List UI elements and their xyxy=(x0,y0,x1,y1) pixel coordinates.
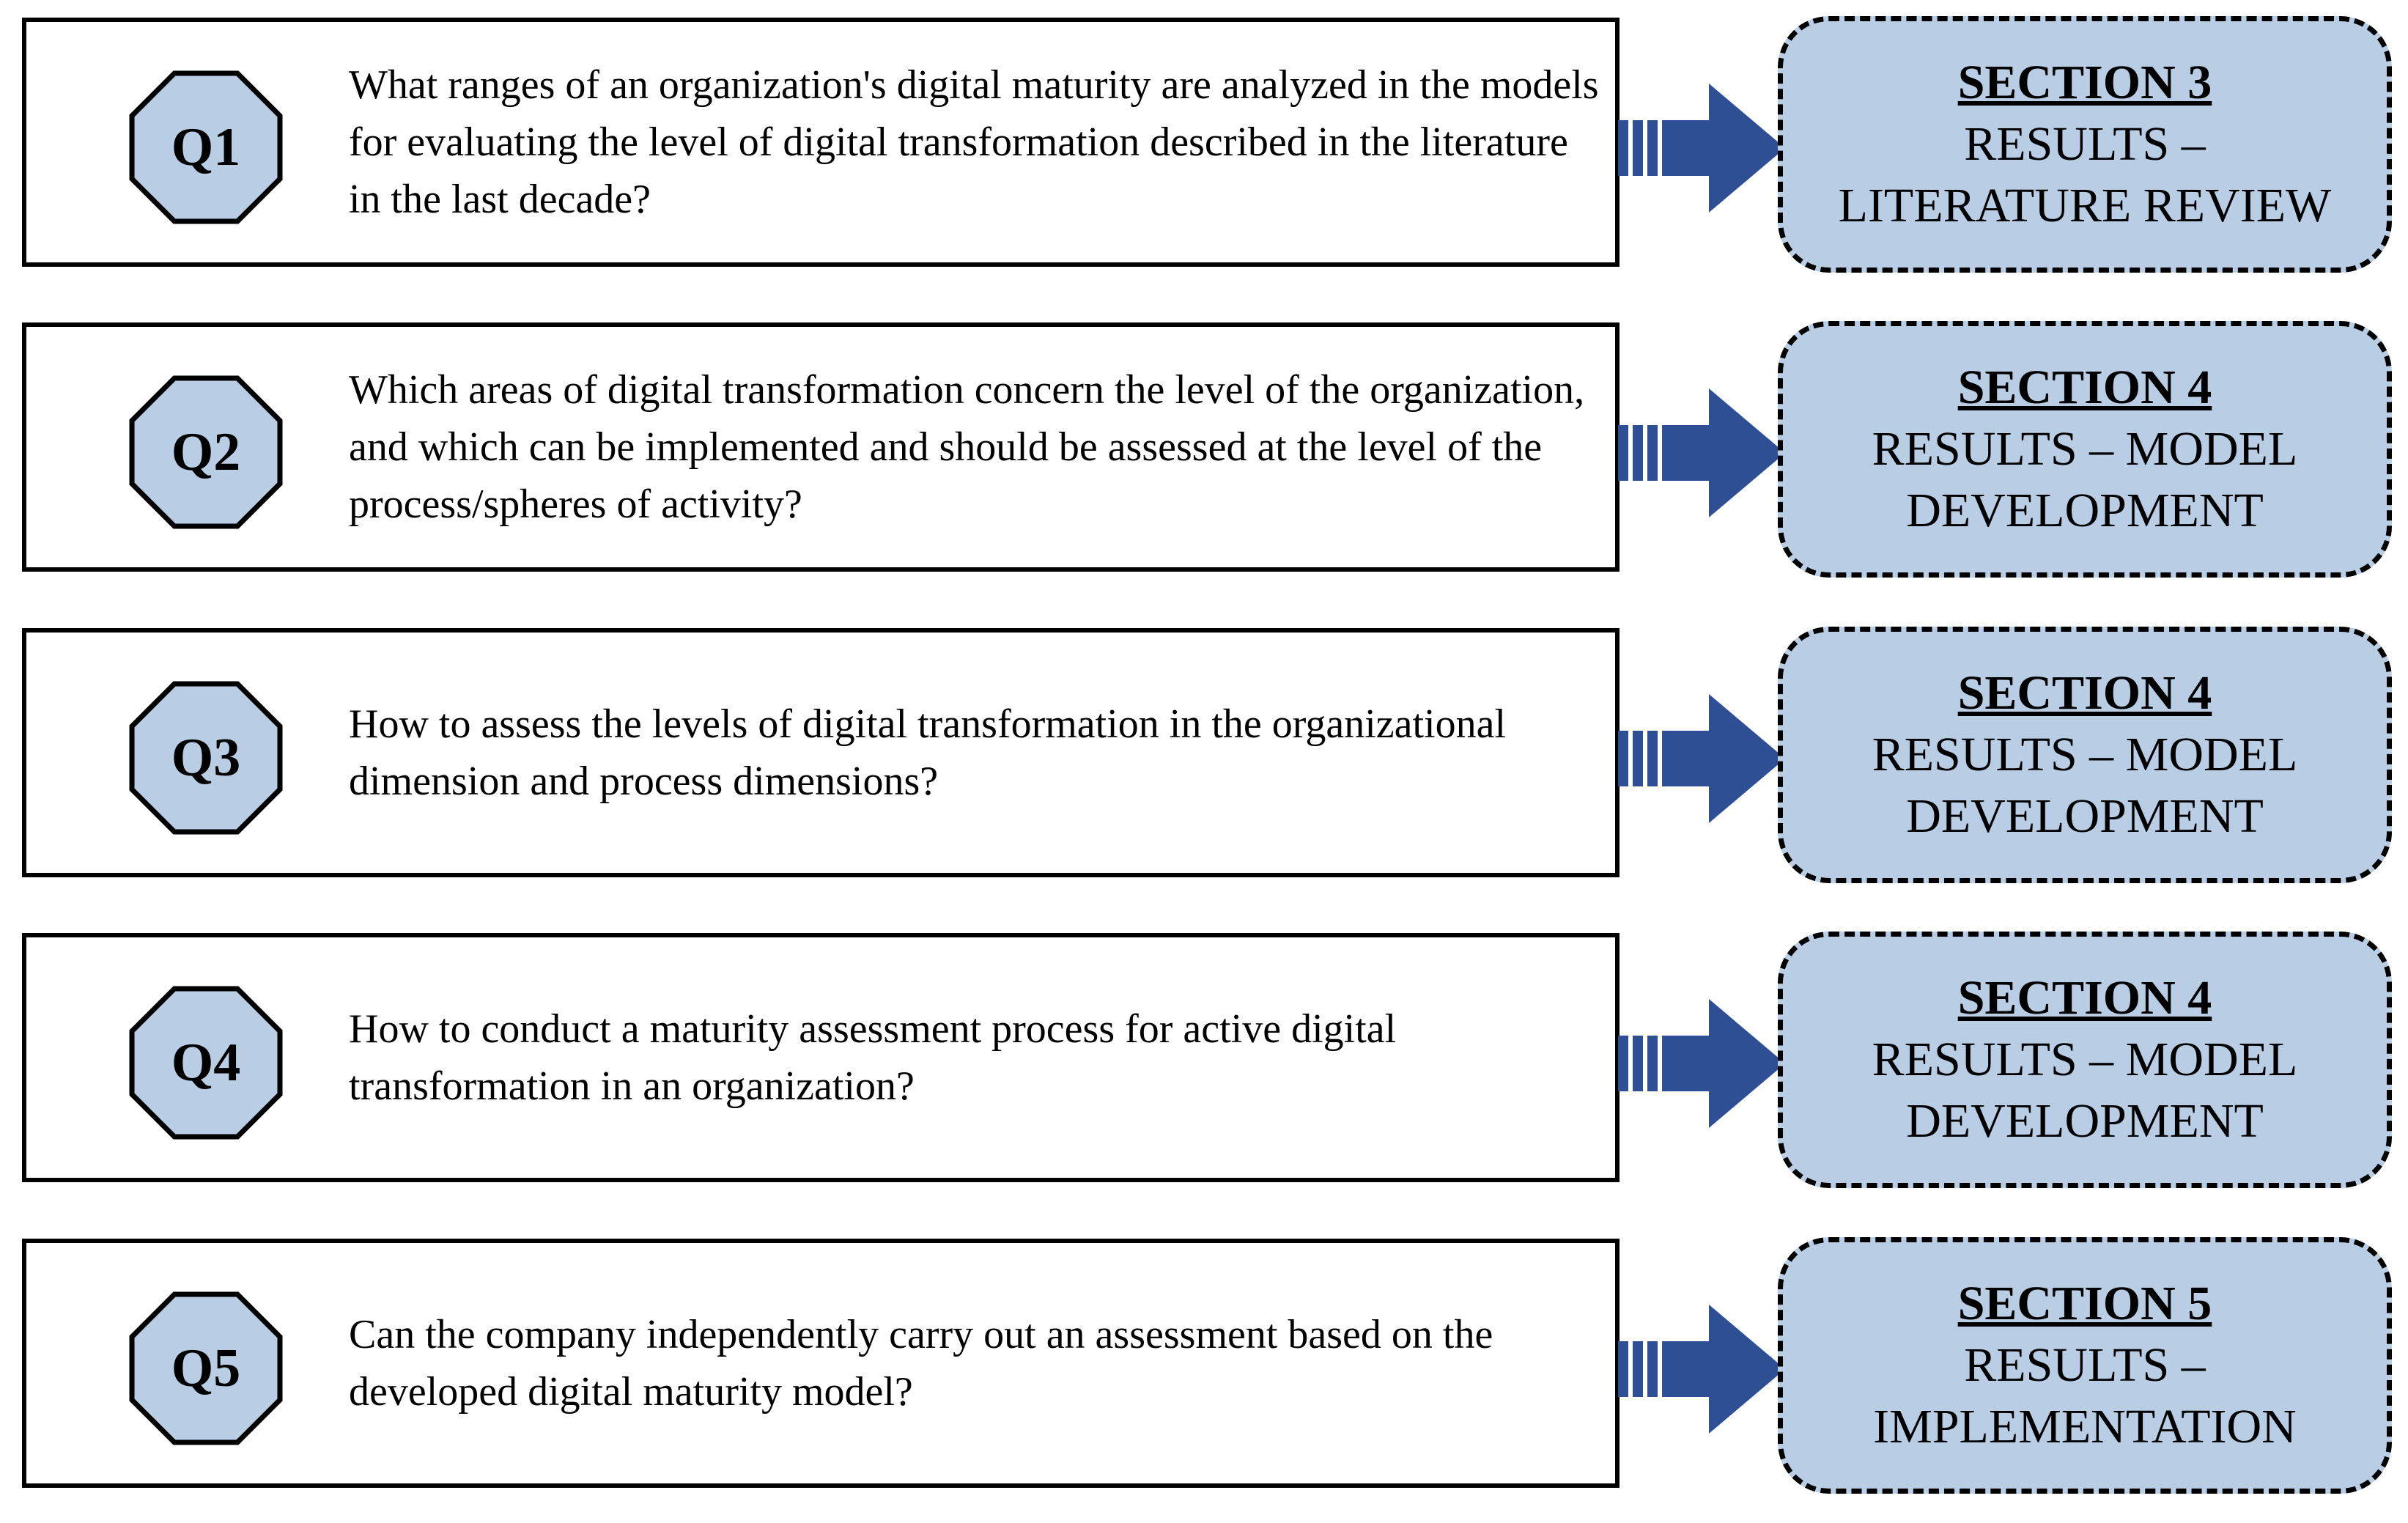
question-label: Q1 xyxy=(171,117,241,177)
section-box: SECTION 4 RESULTS – MODEL DEVELOPMENT xyxy=(1778,627,2392,883)
arrow-right-icon xyxy=(1618,997,1787,1129)
question-text-content: How to assess the levels of digital tran… xyxy=(349,701,1507,804)
question-text: Which areas of digital transformation co… xyxy=(349,327,1609,567)
question-text-content: Can the company independently carry out … xyxy=(349,1312,1493,1415)
section-title: SECTION 4 xyxy=(1957,971,2212,1025)
question-box: Q5 Can the company independently carry o… xyxy=(22,1239,1620,1488)
octagon-icon xyxy=(129,986,283,1140)
section-box: SECTION 3 RESULTS – LITERATURE REVIEW xyxy=(1778,16,2392,273)
section-line: RESULTS – MODEL xyxy=(1872,422,2298,476)
question-text-content: How to conduct a maturity assessment pro… xyxy=(349,1006,1397,1109)
question-badge: Q5 xyxy=(129,1291,283,1445)
question-label: Q4 xyxy=(171,1032,241,1093)
section-box: SECTION 4 RESULTS – MODEL DEVELOPMENT xyxy=(1778,932,2392,1188)
question-box: Q2 Which areas of digital transformation… xyxy=(22,322,1620,572)
section-title: SECTION 3 xyxy=(1957,56,2212,109)
question-label: Q5 xyxy=(171,1338,241,1398)
question-badge: Q1 xyxy=(129,70,283,224)
section-line: RESULTS – xyxy=(1964,1338,2206,1392)
question-text-content: Which areas of digital transformation co… xyxy=(349,367,1585,527)
octagon-icon xyxy=(129,681,283,835)
section-line: RESULTS – MODEL xyxy=(1872,728,2298,781)
section-title: SECTION 4 xyxy=(1957,361,2212,414)
research-question-row: Q4 How to conduct a maturity assessment … xyxy=(0,932,2408,1194)
question-badge: Q4 xyxy=(129,986,283,1140)
question-text-content: What ranges of an organization's digital… xyxy=(349,62,1599,222)
section-title: SECTION 5 xyxy=(1957,1277,2212,1330)
section-line: IMPLEMENTATION xyxy=(1873,1400,2297,1453)
question-badge: Q3 xyxy=(129,681,283,835)
research-question-row: Q3 How to assess the levels of digital t… xyxy=(0,627,2408,889)
section-line: RESULTS – MODEL xyxy=(1872,1033,2298,1086)
arrow-right-icon xyxy=(1618,693,1787,825)
section-line: DEVELOPMENT xyxy=(1906,789,2264,843)
question-text: How to conduct a maturity assessment pro… xyxy=(349,937,1609,1178)
question-text: Can the company independently carry out … xyxy=(349,1243,1609,1483)
research-question-row: Q2 Which areas of digital transformation… xyxy=(0,321,2408,583)
section-line: DEVELOPMENT xyxy=(1906,1094,2264,1148)
arrow-right-icon xyxy=(1618,387,1787,519)
arrow-right-icon xyxy=(1618,1303,1787,1435)
section-box: SECTION 5 RESULTS – IMPLEMENTATION xyxy=(1778,1237,2392,1494)
question-box: Q4 How to conduct a maturity assessment … xyxy=(22,933,1620,1182)
question-label: Q3 xyxy=(171,727,241,788)
section-line: LITERATURE REVIEW xyxy=(1838,179,2332,232)
section-box: SECTION 4 RESULTS – MODEL DEVELOPMENT xyxy=(1778,321,2392,578)
question-badge: Q2 xyxy=(129,375,283,529)
question-box: Q3 How to assess the levels of digital t… xyxy=(22,628,1620,877)
question-text: What ranges of an organization's digital… xyxy=(349,22,1609,262)
octagon-icon xyxy=(129,70,283,224)
octagon-icon xyxy=(129,1291,283,1445)
section-line: RESULTS – xyxy=(1964,117,2206,171)
arrow-right-icon xyxy=(1618,82,1787,214)
research-question-row: Q5 Can the company independently carry o… xyxy=(0,1237,2408,1500)
section-line: DEVELOPMENT xyxy=(1906,484,2264,537)
question-box: Q1 What ranges of an organization's digi… xyxy=(22,18,1620,267)
question-label: Q2 xyxy=(171,421,241,482)
research-question-row: Q1 What ranges of an organization's digi… xyxy=(0,16,2408,279)
octagon-icon xyxy=(129,375,283,529)
section-title: SECTION 4 xyxy=(1957,666,2212,720)
question-text: How to assess the levels of digital tran… xyxy=(349,633,1609,873)
